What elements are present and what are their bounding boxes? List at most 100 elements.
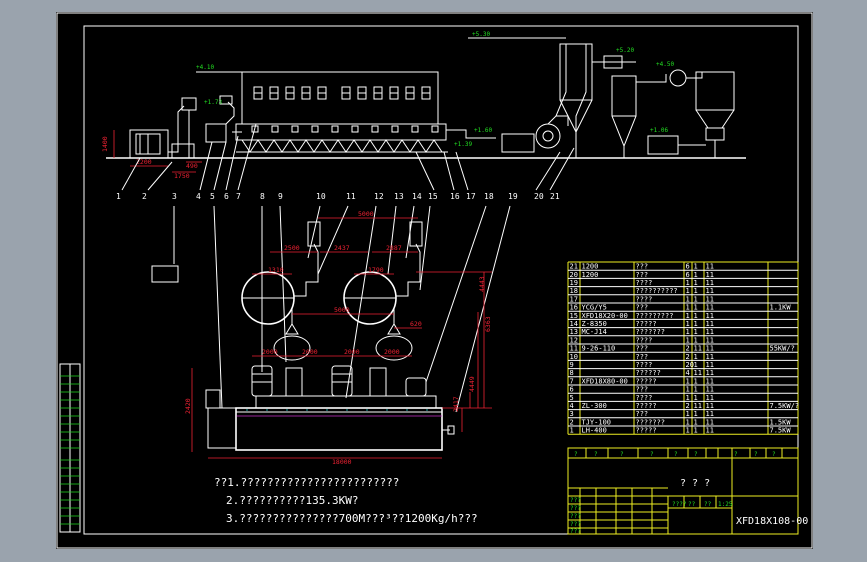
parts-cell-n: 14 xyxy=(570,320,578,328)
item-21-cyclone xyxy=(611,75,637,117)
parts-cell-name: ????? xyxy=(636,320,657,328)
parts-cell-qty: 1 xyxy=(686,386,690,394)
parts-cell-code: 9-26-110 xyxy=(582,345,616,353)
level-main: +4.10 xyxy=(196,64,214,71)
parts-cell-n: 3 xyxy=(570,410,574,418)
item-4-feeder xyxy=(205,123,227,143)
svg-text:???: ??? xyxy=(570,528,581,535)
dim-circle-a: 1310 xyxy=(268,266,284,274)
svg-text:?: ? xyxy=(674,451,678,458)
parts-cell-mat: 1 xyxy=(694,304,698,312)
parts-cell-code: TJY-100 xyxy=(582,418,612,426)
svg-text:???: ??? xyxy=(570,513,581,520)
parts-cell-qty: 4 xyxy=(686,369,690,377)
level-fan: +1.60 xyxy=(474,127,492,134)
parts-cell-qty: 1 xyxy=(686,279,690,287)
parts-cell-name: ??????? xyxy=(636,328,666,336)
parts-cell-rem: 11 xyxy=(706,369,714,377)
parts-cell-name: ????????? xyxy=(636,312,674,320)
svg-text:?: ? xyxy=(694,451,698,458)
parts-cell-n: 9 xyxy=(570,361,574,369)
parts-cell-mat: 1 xyxy=(694,377,698,385)
item-16-motor xyxy=(501,133,535,153)
plan-dimensions xyxy=(191,217,492,459)
title-header-cells: ? ? ? ? ? ? ? ? ? xyxy=(574,451,776,458)
parts-cell-code: 1200 xyxy=(582,271,599,279)
drawing-sheet: +4.10 +5.30 +5.20 +4.50 +1.73 +1.60 +1.0… xyxy=(56,12,813,549)
parts-cell-qty: 1 xyxy=(686,304,690,312)
parts-cell-n: 17 xyxy=(570,295,578,303)
outer-border xyxy=(56,12,813,549)
svg-text:?: ? xyxy=(574,451,578,458)
dim-row-d: 2000 xyxy=(384,348,400,356)
parts-cell-n: 4 xyxy=(570,402,574,410)
parts-cell-mat: 1 xyxy=(694,287,698,295)
parts-cell-qty: 1 xyxy=(686,377,690,385)
parts-cell-name: ??? xyxy=(636,271,649,279)
svg-text:???: ??? xyxy=(570,505,581,512)
title-center: ? ? ? xyxy=(680,478,710,489)
note-1: ??1.???????????????????????? xyxy=(214,476,399,489)
parts-cell-code: XFD18X80-00 xyxy=(582,377,628,385)
parts-cell-mat: 1 xyxy=(694,410,698,418)
item-label-12: 12 xyxy=(374,192,384,201)
dim-right-v3: 4449 xyxy=(468,376,476,392)
parts-cell-n: 16 xyxy=(570,304,578,312)
parts-cell-name: ??? xyxy=(636,345,649,353)
parts-cell-qty: 1 xyxy=(686,287,690,295)
parts-cell-n: 13 xyxy=(570,328,578,336)
parts-cell-name: ????? xyxy=(636,402,657,410)
parts-cell-rem: 11 xyxy=(706,287,714,295)
left-revision-table xyxy=(59,363,81,533)
parts-cell-rem: 11 xyxy=(706,394,714,402)
plan-units xyxy=(251,365,437,409)
parts-cell-code: XFD18X20-00 xyxy=(582,312,628,320)
plan-view: 5000 2500 2437 2887 1310 1790 5000 620 2… xyxy=(151,205,511,466)
svg-text:?: ? xyxy=(620,451,624,458)
left-dimensions xyxy=(113,130,202,173)
dim-base-w: 2200 xyxy=(136,158,152,166)
dim-mid-5000: 5000 xyxy=(334,306,350,314)
parts-cell-mat: 1 xyxy=(694,418,698,426)
elevation-marks: +4.10 +5.30 +5.20 +4.50 +1.73 +1.60 +1.0… xyxy=(196,31,674,148)
parts-cell-name: ???? xyxy=(636,361,653,369)
item-label-16: 16 xyxy=(450,192,460,201)
dim-right-v: 4443 xyxy=(478,276,486,292)
parts-cell-qty: 1 xyxy=(686,336,690,344)
parts-cell-rem: 11 xyxy=(706,304,714,312)
parts-cell-n: 21 xyxy=(570,263,578,271)
dim-plan-c: 2887 xyxy=(386,244,402,252)
item-label-8: 8 xyxy=(260,192,265,201)
parts-cell-rem: 11 xyxy=(706,320,714,328)
parts-cell-n: 7 xyxy=(570,377,574,385)
dim-row-c: 2000 xyxy=(344,348,360,356)
parts-cell-mat: 11 xyxy=(694,369,702,377)
parts-cell-n: 19 xyxy=(570,279,578,287)
parts-cell-code: MC-J14 xyxy=(582,328,607,336)
dim-mid-620: 620 xyxy=(410,320,422,328)
parts-cell-n: 12 xyxy=(570,336,578,344)
parts-cell-qty: 2 xyxy=(686,345,690,353)
item-label-14: 14 xyxy=(412,192,422,201)
svg-text:?: ? xyxy=(594,451,598,458)
item-label-21: 21 xyxy=(550,192,560,201)
parts-cell-name: ????? xyxy=(636,377,657,385)
item-label-13: 13 xyxy=(394,192,404,201)
parts-cell-code: YCG/Y5 xyxy=(582,304,607,312)
item-label-3: 3 xyxy=(172,192,177,201)
technical-notes: ??1.???????????????????????? 2.?????????… xyxy=(214,476,478,525)
level-bay: +1.73 xyxy=(204,99,222,106)
parts-cell-n: 10 xyxy=(570,353,578,361)
item-label-15: 15 xyxy=(428,192,438,201)
item-2-conveyor xyxy=(168,105,185,153)
item-label-7: 7 xyxy=(236,192,241,201)
item-1-machine xyxy=(129,129,169,159)
bed-hoppers xyxy=(236,139,448,153)
item-label-6: 6 xyxy=(224,192,229,201)
item-label-2: 2 xyxy=(142,192,147,201)
item-label-9: 9 xyxy=(278,192,283,201)
svg-text:?: ? xyxy=(754,451,758,458)
parts-cell-note: 55KW/? xyxy=(770,345,795,353)
parts-cell-mat: 1 xyxy=(694,353,698,361)
parts-cell-rem: 11 xyxy=(706,271,714,279)
